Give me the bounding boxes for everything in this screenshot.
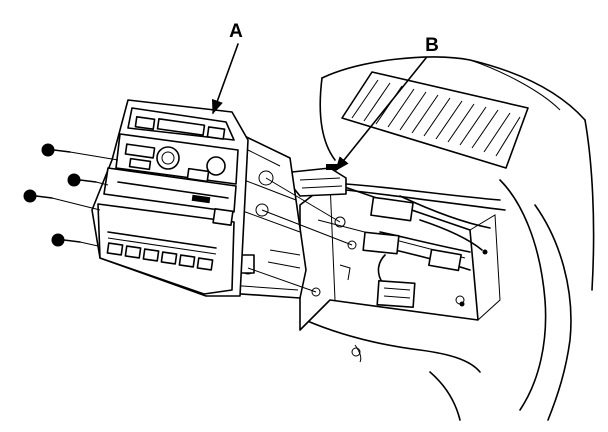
wire-harness [345, 183, 506, 309]
dash-mounting-bracket [299, 181, 501, 331]
arrow-icon [211, 43, 239, 115]
screw-3 [23, 189, 101, 211]
screw-1 [41, 143, 119, 161]
arrow-icon [335, 57, 427, 172]
installation-guide-lines [247, 177, 353, 293]
callout-b-label: B [425, 35, 439, 56]
callout-b: B [335, 35, 439, 172]
air-vent [341, 71, 529, 169]
screw-4 [51, 233, 99, 247]
callout-a-label: A [229, 21, 243, 42]
screw-2 [67, 173, 109, 187]
callout-a: A [211, 21, 243, 115]
dashboard-background [304, 56, 595, 421]
screw-icon [23, 143, 119, 247]
audio-unit-a [91, 99, 307, 299]
